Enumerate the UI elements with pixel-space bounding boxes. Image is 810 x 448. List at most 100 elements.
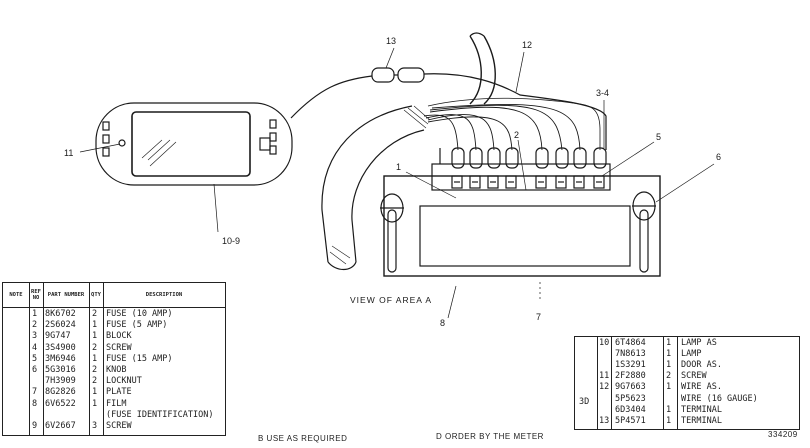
callout-1: 1: [396, 162, 401, 172]
header-ref: REF NO: [29, 283, 43, 308]
parts-cell-ref: 4: [32, 342, 38, 353]
plate-7: [383, 175, 661, 277]
parts-cell-ref: 6: [32, 365, 38, 375]
view-label: VIEW OF AREA A: [350, 295, 432, 305]
parts-cell-part: 6V6522: [45, 398, 76, 409]
footnote-d: D ORDER BY THE METER: [436, 432, 544, 441]
parts-cell-ref: 5: [32, 353, 38, 364]
header-desc: DESCRIPTION: [103, 283, 225, 308]
callout-5: 5: [656, 132, 661, 142]
parts-cell-desc: KNOB: [106, 365, 127, 375]
parts-cell-part: 5G3016: [45, 365, 76, 375]
lamp-cell-desc: WIRE AS.: [681, 382, 722, 393]
parts-cell-qty: 1: [92, 387, 98, 398]
lamp-cell-part: 1S3291: [615, 360, 646, 371]
lamp-cell-desc: WIRE (16 GAUGE): [681, 393, 758, 404]
parts-cell-qty: 1: [92, 320, 98, 331]
parts-cell-qty: 2: [92, 342, 98, 353]
fuse-holders: [431, 147, 611, 191]
header-qty: QTY: [89, 283, 103, 308]
parts-cell-part: 9G747: [45, 331, 71, 342]
lamp-cell-part: 5P4571: [615, 415, 646, 426]
knob-6: [380, 191, 656, 223]
lamp-cell-desc: TERMINAL: [681, 415, 722, 426]
parts-cell-desc: FUSE (10 AMP): [106, 309, 173, 319]
connector-13: [371, 67, 425, 83]
lamp-cell-part: 9G7663: [615, 382, 646, 393]
callout-8: 8: [440, 318, 445, 328]
lamp-cell-part: 2F2880: [615, 371, 646, 382]
parts-cell-part: 7H3909: [45, 376, 76, 387]
fuse-wires: [423, 103, 581, 151]
lamp-cell-qty: 1: [666, 382, 672, 393]
parts-cell-ref: 3: [32, 331, 38, 342]
lamp-cell-qty: 1: [666, 404, 672, 415]
lamp-cell-part: 6D3404: [615, 404, 646, 415]
lamp-cell-part: 7N8613: [615, 349, 646, 360]
parts-cell-desc: SCREW: [106, 342, 132, 353]
parts-cell-part: 3M6946: [45, 353, 76, 364]
parts-cell-desc: FILM: [106, 398, 127, 409]
parts-cell-qty: 3: [92, 421, 98, 431]
lamp-cell-qty: 1: [666, 338, 672, 348]
parts-cell-qty: 1: [92, 331, 98, 342]
lamp-cell-ref: 11: [599, 371, 610, 382]
lamp-cell-qty: 1: [666, 349, 672, 360]
parts-cell-qty: 2: [92, 376, 98, 387]
leader-lines: [79, 47, 715, 319]
callout-3-4: 3-4: [596, 88, 609, 98]
lamp-cell-desc: LAMP: [681, 349, 702, 360]
wire-12: [290, 32, 607, 150]
parts-cell-ref: 9: [32, 421, 38, 431]
lamp-cell-qty: 1: [666, 415, 672, 426]
parts-cell-ref: 7: [32, 387, 38, 398]
header-note: NOTE: [3, 283, 29, 308]
parts-cell-desc: FUSE (5 AMP): [106, 320, 168, 331]
parts-cell-desc: PLATE: [106, 387, 132, 398]
lamp-table-note: 3D: [579, 397, 590, 407]
lamp-cell-qty: 2: [666, 371, 672, 382]
parts-cell-part: 8K6702: [45, 309, 76, 319]
parts-cell-part: 3S4900: [45, 342, 76, 353]
parts-cell-qty: 2: [92, 309, 98, 319]
lamp-cell-part: 6T4864: [615, 338, 646, 348]
lamp-cell-ref: 10: [599, 338, 610, 348]
lamp-cell-desc: LAMP AS: [681, 338, 717, 348]
callout-11: 11: [64, 148, 73, 158]
lamp-cell-ref: 12: [599, 382, 610, 393]
parts-cell-qty: 1: [92, 398, 98, 409]
parts-cell-part: 6V2667: [45, 421, 76, 431]
callout-12: 12: [522, 40, 532, 50]
parts-cell-desc: (FUSE IDENTIFICATION): [106, 409, 214, 420]
footnote-b: B USE AS REQUIRED: [258, 434, 348, 443]
parts-cell-desc: SCREW: [106, 421, 132, 431]
callout-6: 6: [716, 152, 721, 162]
parts-cell-part: 2S6024: [45, 320, 76, 331]
parts-cell-ref: 8: [32, 398, 38, 409]
lamp-assembly: [95, 102, 293, 186]
parts-cell-ref: 2: [32, 320, 38, 331]
parts-cell-qty: 1: [92, 353, 98, 364]
lamp-cell-desc: SCREW: [681, 371, 707, 382]
lamp-cell-qty: 1: [666, 360, 672, 371]
lamp-cell-desc: DOOR AS.: [681, 360, 722, 371]
parts-table: NOTE REF NO PART NUMBER QTY DESCRIPTION …: [2, 282, 226, 436]
parts-cell-ref: 1: [32, 309, 38, 319]
parts-cell-desc: LOCKNUT: [106, 376, 142, 387]
callout-10-9: 10-9: [222, 236, 240, 246]
parts-cell-part: 8G2826: [45, 387, 76, 398]
lamp-cell-desc: TERMINAL: [681, 404, 722, 415]
callout-2: 2: [514, 130, 519, 140]
lamp-cell-ref: 13: [599, 415, 610, 426]
parts-cell-qty: 2: [92, 365, 98, 375]
parts-cell-desc: BLOCK: [106, 331, 132, 342]
lamp-cell-part: 5P5623: [615, 393, 646, 404]
callout-7: 7: [536, 312, 541, 322]
wire-harness: [321, 105, 431, 271]
drawing-number: 334209: [768, 430, 798, 439]
parts-cell-desc: FUSE (15 AMP): [106, 353, 173, 364]
header-part: PART NUMBER: [43, 283, 89, 308]
callout-13: 13: [386, 36, 396, 46]
